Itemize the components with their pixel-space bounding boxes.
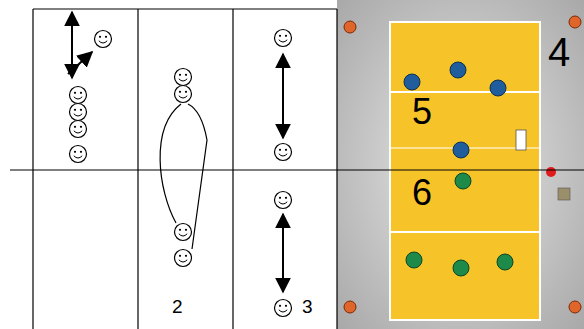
drill-number: 3 bbox=[302, 297, 313, 316]
movement-arrow bbox=[282, 54, 284, 138]
player-smiley bbox=[275, 192, 292, 209]
player-dot bbox=[406, 252, 422, 268]
court bbox=[390, 22, 540, 320]
movement-arrow bbox=[282, 214, 284, 292]
movement-arrow bbox=[68, 52, 92, 74]
panel-border bbox=[137, 9, 138, 329]
panel-border bbox=[232, 9, 233, 329]
panel-frame bbox=[33, 9, 337, 329]
player-dot bbox=[453, 260, 469, 276]
blue-team bbox=[404, 62, 506, 158]
player-smiley bbox=[175, 224, 192, 241]
player-smiley bbox=[70, 87, 87, 104]
zone-number: 6 bbox=[412, 175, 432, 211]
player-dot bbox=[490, 80, 506, 96]
court-line bbox=[390, 231, 540, 233]
court-line bbox=[390, 91, 540, 93]
floor bbox=[337, 0, 584, 329]
corner-cone bbox=[569, 16, 581, 28]
corner-cone bbox=[569, 301, 581, 313]
referee-stand bbox=[516, 130, 526, 150]
net-post bbox=[546, 167, 556, 177]
panel-border bbox=[336, 9, 337, 329]
player-dot bbox=[455, 173, 471, 189]
panel-border bbox=[32, 9, 33, 329]
player-smiley bbox=[275, 144, 292, 161]
rotation-path bbox=[160, 104, 207, 249]
player-smiley bbox=[275, 300, 292, 317]
player-smiley bbox=[70, 104, 87, 121]
zone-number: 4 bbox=[548, 32, 570, 72]
court-picture bbox=[337, 0, 584, 329]
drill-number: 2 bbox=[172, 297, 183, 316]
player-dot bbox=[404, 74, 420, 90]
green-team bbox=[406, 173, 513, 276]
player-dot bbox=[497, 254, 513, 270]
net-line bbox=[10, 169, 584, 170]
player-smiley bbox=[175, 86, 192, 103]
corner-cone bbox=[344, 21, 356, 33]
corner-cone bbox=[344, 16, 581, 313]
player-smiley bbox=[70, 121, 87, 138]
panel-border bbox=[33, 8, 337, 9]
player-dot bbox=[453, 142, 469, 158]
zone-number: 5 bbox=[412, 94, 432, 130]
player-dot bbox=[450, 62, 466, 78]
movement-arrow bbox=[71, 12, 73, 78]
player-smiley bbox=[275, 30, 292, 47]
player-smiley bbox=[175, 250, 192, 267]
player-smiley bbox=[175, 69, 192, 86]
player-smiley bbox=[95, 31, 112, 48]
corner-cone bbox=[344, 301, 356, 313]
player-smiley bbox=[70, 146, 87, 163]
scoreboard bbox=[558, 188, 570, 200]
